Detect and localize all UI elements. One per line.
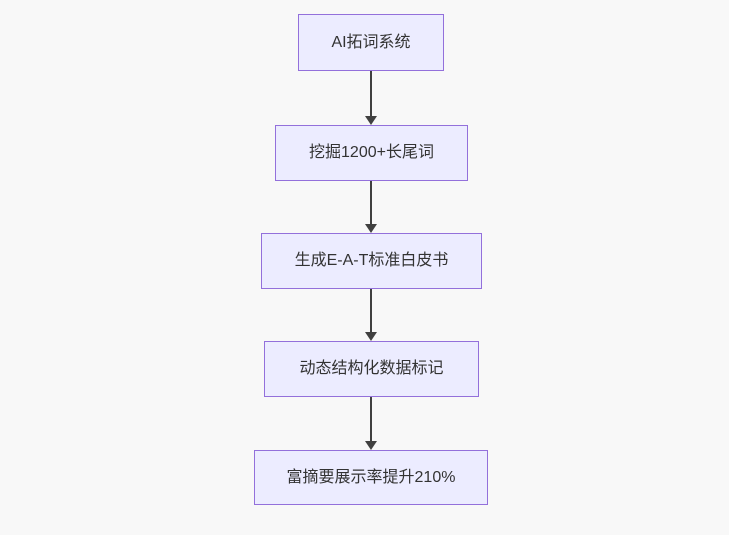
arrowhead-down-icon bbox=[365, 224, 377, 233]
flow-arrow bbox=[365, 397, 377, 450]
node-label: 挖掘1200+长尾词 bbox=[309, 144, 434, 162]
flowchart-node-eat-whitepaper: 生成E-A-T标准白皮书 bbox=[261, 233, 482, 289]
flowchart-node-structured-data-markup: 动态结构化数据标记 bbox=[264, 341, 479, 397]
flowchart-node-rich-snippet-result: 富摘要展示率提升210% bbox=[254, 450, 488, 505]
node-label: 动态结构化数据标记 bbox=[299, 360, 444, 378]
flow-arrow bbox=[365, 71, 377, 125]
node-label: 生成E-A-T标准白皮书 bbox=[294, 252, 449, 270]
flow-arrow bbox=[365, 289, 377, 341]
flow-arrow bbox=[365, 181, 377, 233]
flowchart-node-longtail-mining: 挖掘1200+长尾词 bbox=[275, 125, 468, 181]
node-label: AI拓词系统 bbox=[331, 33, 411, 51]
arrowhead-down-icon bbox=[365, 332, 377, 341]
arrowhead-down-icon bbox=[365, 441, 377, 450]
flowchart-node-ai-keyword-system: AI拓词系统 bbox=[298, 14, 444, 71]
arrowhead-down-icon bbox=[365, 116, 377, 125]
node-label: 富摘要展示率提升210% bbox=[286, 468, 456, 486]
